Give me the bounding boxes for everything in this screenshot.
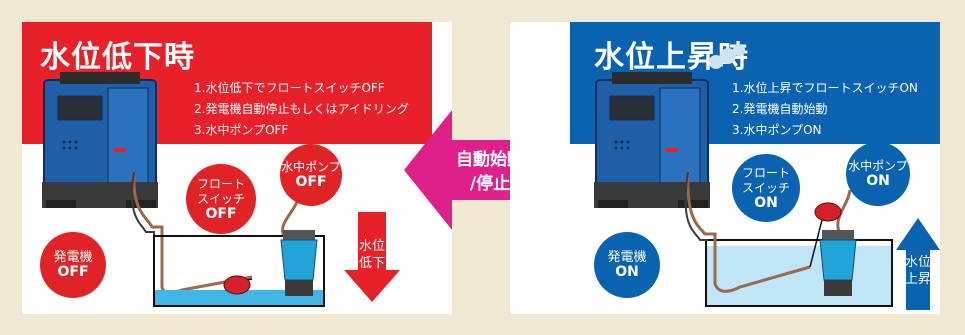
pump-on-badge: 水中ポンプ ON [846,142,910,206]
pump-running-icon [819,230,857,296]
right-tank-diagram [684,171,893,307]
right-step-2: 2.発電機自動始動 [732,102,828,116]
water-up-arrow-icon [896,218,940,310]
float-switch-off-badge: フロート スイッチ OFF [186,164,256,234]
pump-off-badge: 水中ポンプ OFF [280,144,342,206]
left-tank-diagram [131,171,325,307]
left-panel-water-low: 水位低下時 1.水位低下でフロートスイッチOFF 2.発電機自動停止もしくはアイ… [22,22,452,314]
left-panel-title: 水位低下時 [40,40,195,75]
right-step-1: 1.水位上昇でフロートスイッチON [732,81,918,95]
generator-on-badge: 発電機 ON [594,232,660,298]
generator-icon [42,72,158,208]
exhaust-smoke-icon [709,44,745,69]
left-steps-list: 1.水位低下でフロートスイッチOFF 2.発電機自動停止もしくはアイドリング 3… [194,78,409,141]
left-step-3: 3.水中ポンプOFF [194,123,289,137]
generator-running-icon [594,72,710,208]
right-step-3: 3.水中ポンプON [732,123,822,137]
auto-start-stop-label: 自動始動 /停止 [456,150,524,194]
right-panel-water-high: 水位上昇時 1.水位上昇でフロートスイッチON 2.発電機自動始動 3.水中ポン… [510,22,940,314]
generator-off-badge: 発電機 OFF [40,232,106,298]
level-up-label: 水位 上昇 [904,255,931,287]
left-step-2: 2.発電機自動停止もしくはアイドリング [194,102,409,116]
pump-icon [280,230,318,296]
left-step-1: 1.水位低下でフロートスイッチOFF [194,81,385,95]
level-down-label: 水位 低下 [358,239,385,271]
float-switch-on-badge: フロート スイッチ ON [732,154,800,222]
water-down-arrow-icon [344,212,400,302]
right-steps-list: 1.水位上昇でフロートスイッチON 2.発電機自動始動 3.水中ポンプON [732,78,918,141]
